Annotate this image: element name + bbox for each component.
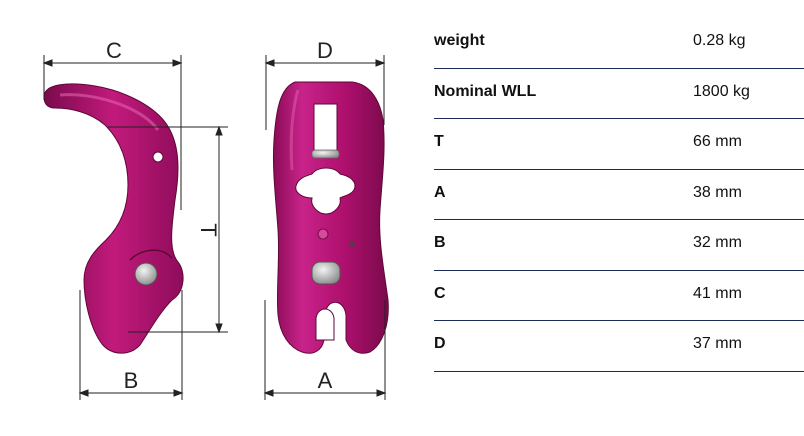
spec-row-d: D 37 mm xyxy=(434,321,804,372)
spec-row-nominal-wll: Nominal WLL 1800 kg xyxy=(434,69,804,119)
spec-row-b: B 32 mm xyxy=(434,220,804,271)
spec-row-weight: weight 0.28 kg xyxy=(434,18,804,69)
spec-label: A xyxy=(434,183,446,201)
side-pin xyxy=(134,262,158,286)
dimension-label-a: A xyxy=(318,368,333,393)
specification-table: weight 0.28 kg Nominal WLL 1800 kg T 66 … xyxy=(434,18,804,372)
side-hole-small xyxy=(152,151,164,163)
spec-label: Nominal WLL xyxy=(434,82,537,100)
spec-value: 38 mm xyxy=(693,183,742,201)
spec-value: 41 mm xyxy=(693,284,742,302)
spec-value: 0.28 kg xyxy=(693,32,746,49)
hook-front-view xyxy=(272,81,389,354)
spec-label: D xyxy=(434,335,446,352)
spec-label: weight xyxy=(434,32,485,49)
spec-value: 1800 kg xyxy=(693,82,750,100)
spec-value: 66 mm xyxy=(693,133,742,150)
dimension-label-c: C xyxy=(106,38,122,63)
spec-label: B xyxy=(434,234,446,251)
product-dimension-drawing: C D T B A xyxy=(42,38,389,400)
spec-row-a: A 38 mm xyxy=(434,170,804,220)
spec-row-t: T 66 mm xyxy=(434,119,804,170)
spec-value: 37 mm xyxy=(693,335,742,352)
dimension-label-t: T xyxy=(196,223,221,236)
dimension-label-b: B xyxy=(124,368,139,393)
spec-label: C xyxy=(434,284,446,302)
spec-row-c: C 41 mm xyxy=(434,271,804,321)
hook-side-view xyxy=(43,83,184,354)
dimension-label-d: D xyxy=(317,38,333,63)
spec-label: T xyxy=(434,133,444,150)
dimension-lines xyxy=(42,55,387,400)
spec-value: 32 mm xyxy=(693,234,742,251)
